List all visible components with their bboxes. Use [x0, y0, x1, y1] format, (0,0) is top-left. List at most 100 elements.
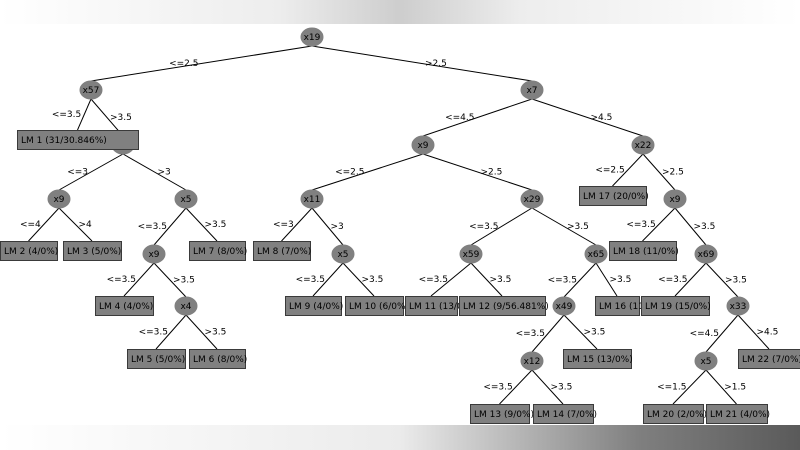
- node-attribute-label: x9: [53, 195, 64, 205]
- edge-condition-label: >2.5: [481, 168, 503, 178]
- tree-edge: [58, 207, 93, 242]
- tree-edge: [563, 262, 597, 298]
- tree-node: x7: [520, 80, 544, 100]
- leaf-node: LM 14 (7/0%): [533, 404, 597, 424]
- leaf-box: [738, 349, 800, 369]
- leaf-node: LM 20 (2/0%): [643, 404, 707, 424]
- node-ellipse: [300, 27, 324, 47]
- tree-edge: [28, 207, 60, 242]
- edge-condition-label: >3.5: [584, 328, 606, 338]
- node-attribute-label: x5: [337, 250, 348, 260]
- tree-edge: [311, 207, 344, 246]
- node-attribute-label: x11: [304, 195, 321, 205]
- leaf-box: [285, 296, 342, 316]
- tree-edge: [155, 314, 187, 350]
- leaf-node: LM 22 (7/0%): [738, 349, 800, 369]
- tree-node: x22: [631, 135, 655, 155]
- leaf-box: [189, 241, 246, 261]
- leaf-node: LM 19 (15/0%): [641, 296, 711, 316]
- leaf-box: [563, 349, 632, 369]
- leaf-model-label: LM 5 (5/0%): [131, 355, 185, 365]
- edge-condition-label: <=3.5: [469, 222, 498, 232]
- edge-condition-label: >3.5: [173, 276, 195, 286]
- edge-condition-label: >3.5: [567, 222, 589, 232]
- leaf-box: [609, 241, 677, 261]
- tree-edge: [90, 98, 124, 137]
- edge-condition-label: <=3.5: [658, 275, 687, 285]
- node-attribute-label: x5: [180, 195, 191, 205]
- leaf-node: LM 10 (6/0%): [345, 296, 409, 316]
- leaf-node: LM 1 (31/30.846%): [17, 130, 139, 150]
- edge-condition-label: <=1.5: [657, 383, 686, 393]
- leaf-model-label: LM 16 (11/: [599, 302, 648, 312]
- tree-edge: [90, 45, 313, 82]
- tree-node: x19: [300, 27, 324, 47]
- node-ellipse: [411, 135, 435, 155]
- tree-edge: [153, 262, 187, 298]
- tree-edge: [705, 369, 737, 405]
- leaf-box: [127, 349, 186, 369]
- edge-condition-label: <=2.5: [169, 59, 198, 69]
- leaf-model-label: LM 7 (8/0%): [193, 247, 247, 257]
- node-attribute-label: x29: [524, 195, 541, 205]
- tree-edge: [185, 314, 218, 350]
- tree-edge: [674, 262, 707, 297]
- edge-condition-label: >4.5: [757, 328, 779, 338]
- leaf-box: [643, 404, 704, 424]
- tree-node: x65: [584, 244, 608, 264]
- edge-condition-label: >2.5: [662, 168, 684, 178]
- tree-edge: [737, 314, 770, 350]
- edge-condition-label: <=3.5: [52, 110, 81, 120]
- tree-node: x33: [726, 296, 750, 316]
- tree-node: x9: [47, 189, 71, 209]
- leaf-model-label: LM 11 (13/0: [409, 302, 463, 312]
- node-attribute-label: x9: [148, 250, 159, 260]
- edge-condition-label: >4: [79, 220, 93, 230]
- leaf-box: [0, 241, 58, 261]
- node-attribute-label: x12: [524, 357, 541, 367]
- leaf-model-label: LM 14 (7/0%): [537, 410, 597, 420]
- tree-edge: [430, 262, 472, 297]
- tree-edge: [422, 153, 533, 191]
- tree-edge: [531, 98, 644, 137]
- node-attribute-label: x7: [526, 86, 537, 96]
- tree-edge: [422, 98, 533, 137]
- edge-condition-label: <=4.5: [690, 329, 719, 339]
- edge-condition-label: <=3.5: [138, 222, 167, 232]
- bottom-shading: [0, 425, 800, 450]
- edge-condition-label: >3.5: [725, 276, 747, 286]
- node-attribute-label: x49: [556, 302, 573, 312]
- leaf-model-label: LM 1 (31/30.846%): [21, 136, 107, 146]
- node-attribute-label: x57: [83, 86, 100, 96]
- tree-node: x12: [520, 351, 544, 371]
- leaf-model-label: LM 19 (15/0%): [645, 302, 711, 312]
- node-attribute-label: x33: [730, 302, 747, 312]
- tree-edge: [674, 207, 707, 246]
- leaf-box: [189, 349, 246, 369]
- edge-condition-label: <=3.5: [483, 383, 512, 393]
- leaf-node: LM 12 (9/56.481%): [459, 296, 549, 316]
- node-ellipse: [631, 135, 655, 155]
- leaf-box: [641, 296, 710, 316]
- leaf-model-label: LM 22 (7/0%): [742, 355, 800, 365]
- tree-edge: [281, 207, 313, 242]
- tree-edge: [311, 153, 424, 191]
- tree-node: x5: [331, 244, 355, 264]
- leaf-model-label: LM 20 (2/0%): [647, 410, 707, 420]
- edge-condition-label: <=3: [273, 220, 294, 230]
- leaf-node: LM 16 (11/: [595, 296, 648, 316]
- node-ellipse: [79, 80, 103, 100]
- edge-condition-label: <=3.5: [107, 275, 136, 285]
- edge-condition-label: <=3.5: [139, 328, 168, 338]
- edge-condition-label: <=2.5: [595, 166, 624, 176]
- leaf-node: LM 3 (5/0%): [63, 241, 122, 261]
- node-attribute-label: x9: [669, 195, 680, 205]
- edge-condition-label: >3: [158, 168, 171, 178]
- leaf-box: [95, 296, 154, 316]
- tree-node: x5: [694, 351, 718, 371]
- edge-condition-label: <=3.5: [296, 275, 325, 285]
- edge-condition-label: <=3.5: [419, 275, 448, 285]
- edge-condition-label: >3.5: [205, 328, 227, 338]
- edge-condition-label: <=2.5: [335, 168, 364, 178]
- leaf-box: [579, 186, 647, 206]
